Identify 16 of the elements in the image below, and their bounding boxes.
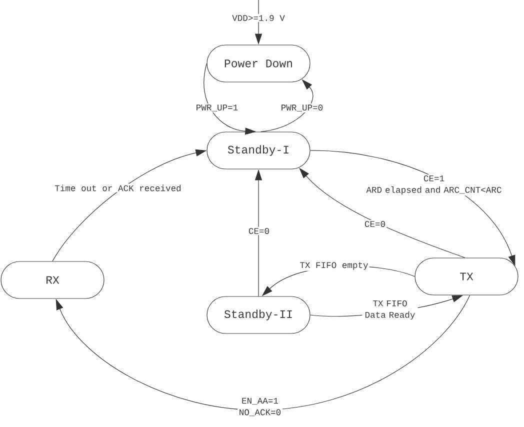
edge-label: PWR_UP=1 (194, 104, 240, 112)
state-box: Power Down (206, 44, 310, 82)
edge-label: CE=1 ARD elapsed and ARC_CNT<ARC (362, 174, 506, 196)
edge-label: Time out or ACK received (54, 184, 182, 192)
edge-label: TX FIFO empty (298, 261, 370, 271)
edge-label: PWR_UP=0 (280, 104, 324, 112)
state-box: Standby-II (206, 296, 310, 334)
edge-label: TX FIFO Data Ready (362, 299, 418, 321)
edge-label: VDD>=1.9 V (231, 14, 286, 22)
arrow (56, 295, 470, 410)
state-box: RX (0, 261, 104, 299)
edge-label: CE=0 (247, 227, 271, 235)
state-box: Standby-I (206, 132, 310, 170)
edge-label: EN_AA=1 NO_ACK=0 (238, 396, 282, 418)
state-box: TX (414, 258, 518, 296)
edge-label: CE=0 (363, 220, 387, 228)
